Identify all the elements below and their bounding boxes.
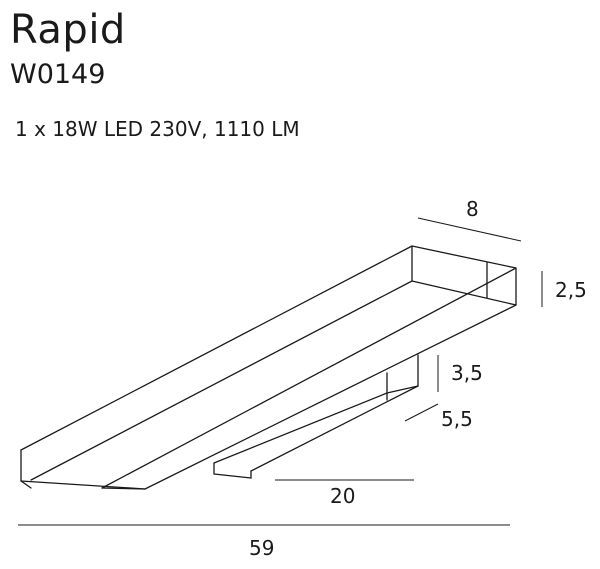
lamp-body-outline [20, 245, 517, 490]
total-length-label: 59 [249, 536, 274, 560]
product-code: W0149 [10, 59, 106, 90]
product-name: Rapid [10, 7, 126, 53]
wall-mount-outline [213, 354, 419, 479]
dimension-lines [18, 217, 543, 526]
mount-length-label: 20 [330, 484, 355, 508]
mount-width-dimension-line [404, 403, 439, 422]
mount-height-label: 3,5 [451, 361, 483, 385]
mount-width-label: 5,5 [441, 407, 473, 431]
head-height-label: 2,5 [555, 278, 587, 302]
depth-dimension-line [417, 217, 522, 242]
depth-label: 8 [466, 197, 479, 221]
product-spec: 1 x 18W LED 230V, 1110 LM [15, 117, 300, 141]
